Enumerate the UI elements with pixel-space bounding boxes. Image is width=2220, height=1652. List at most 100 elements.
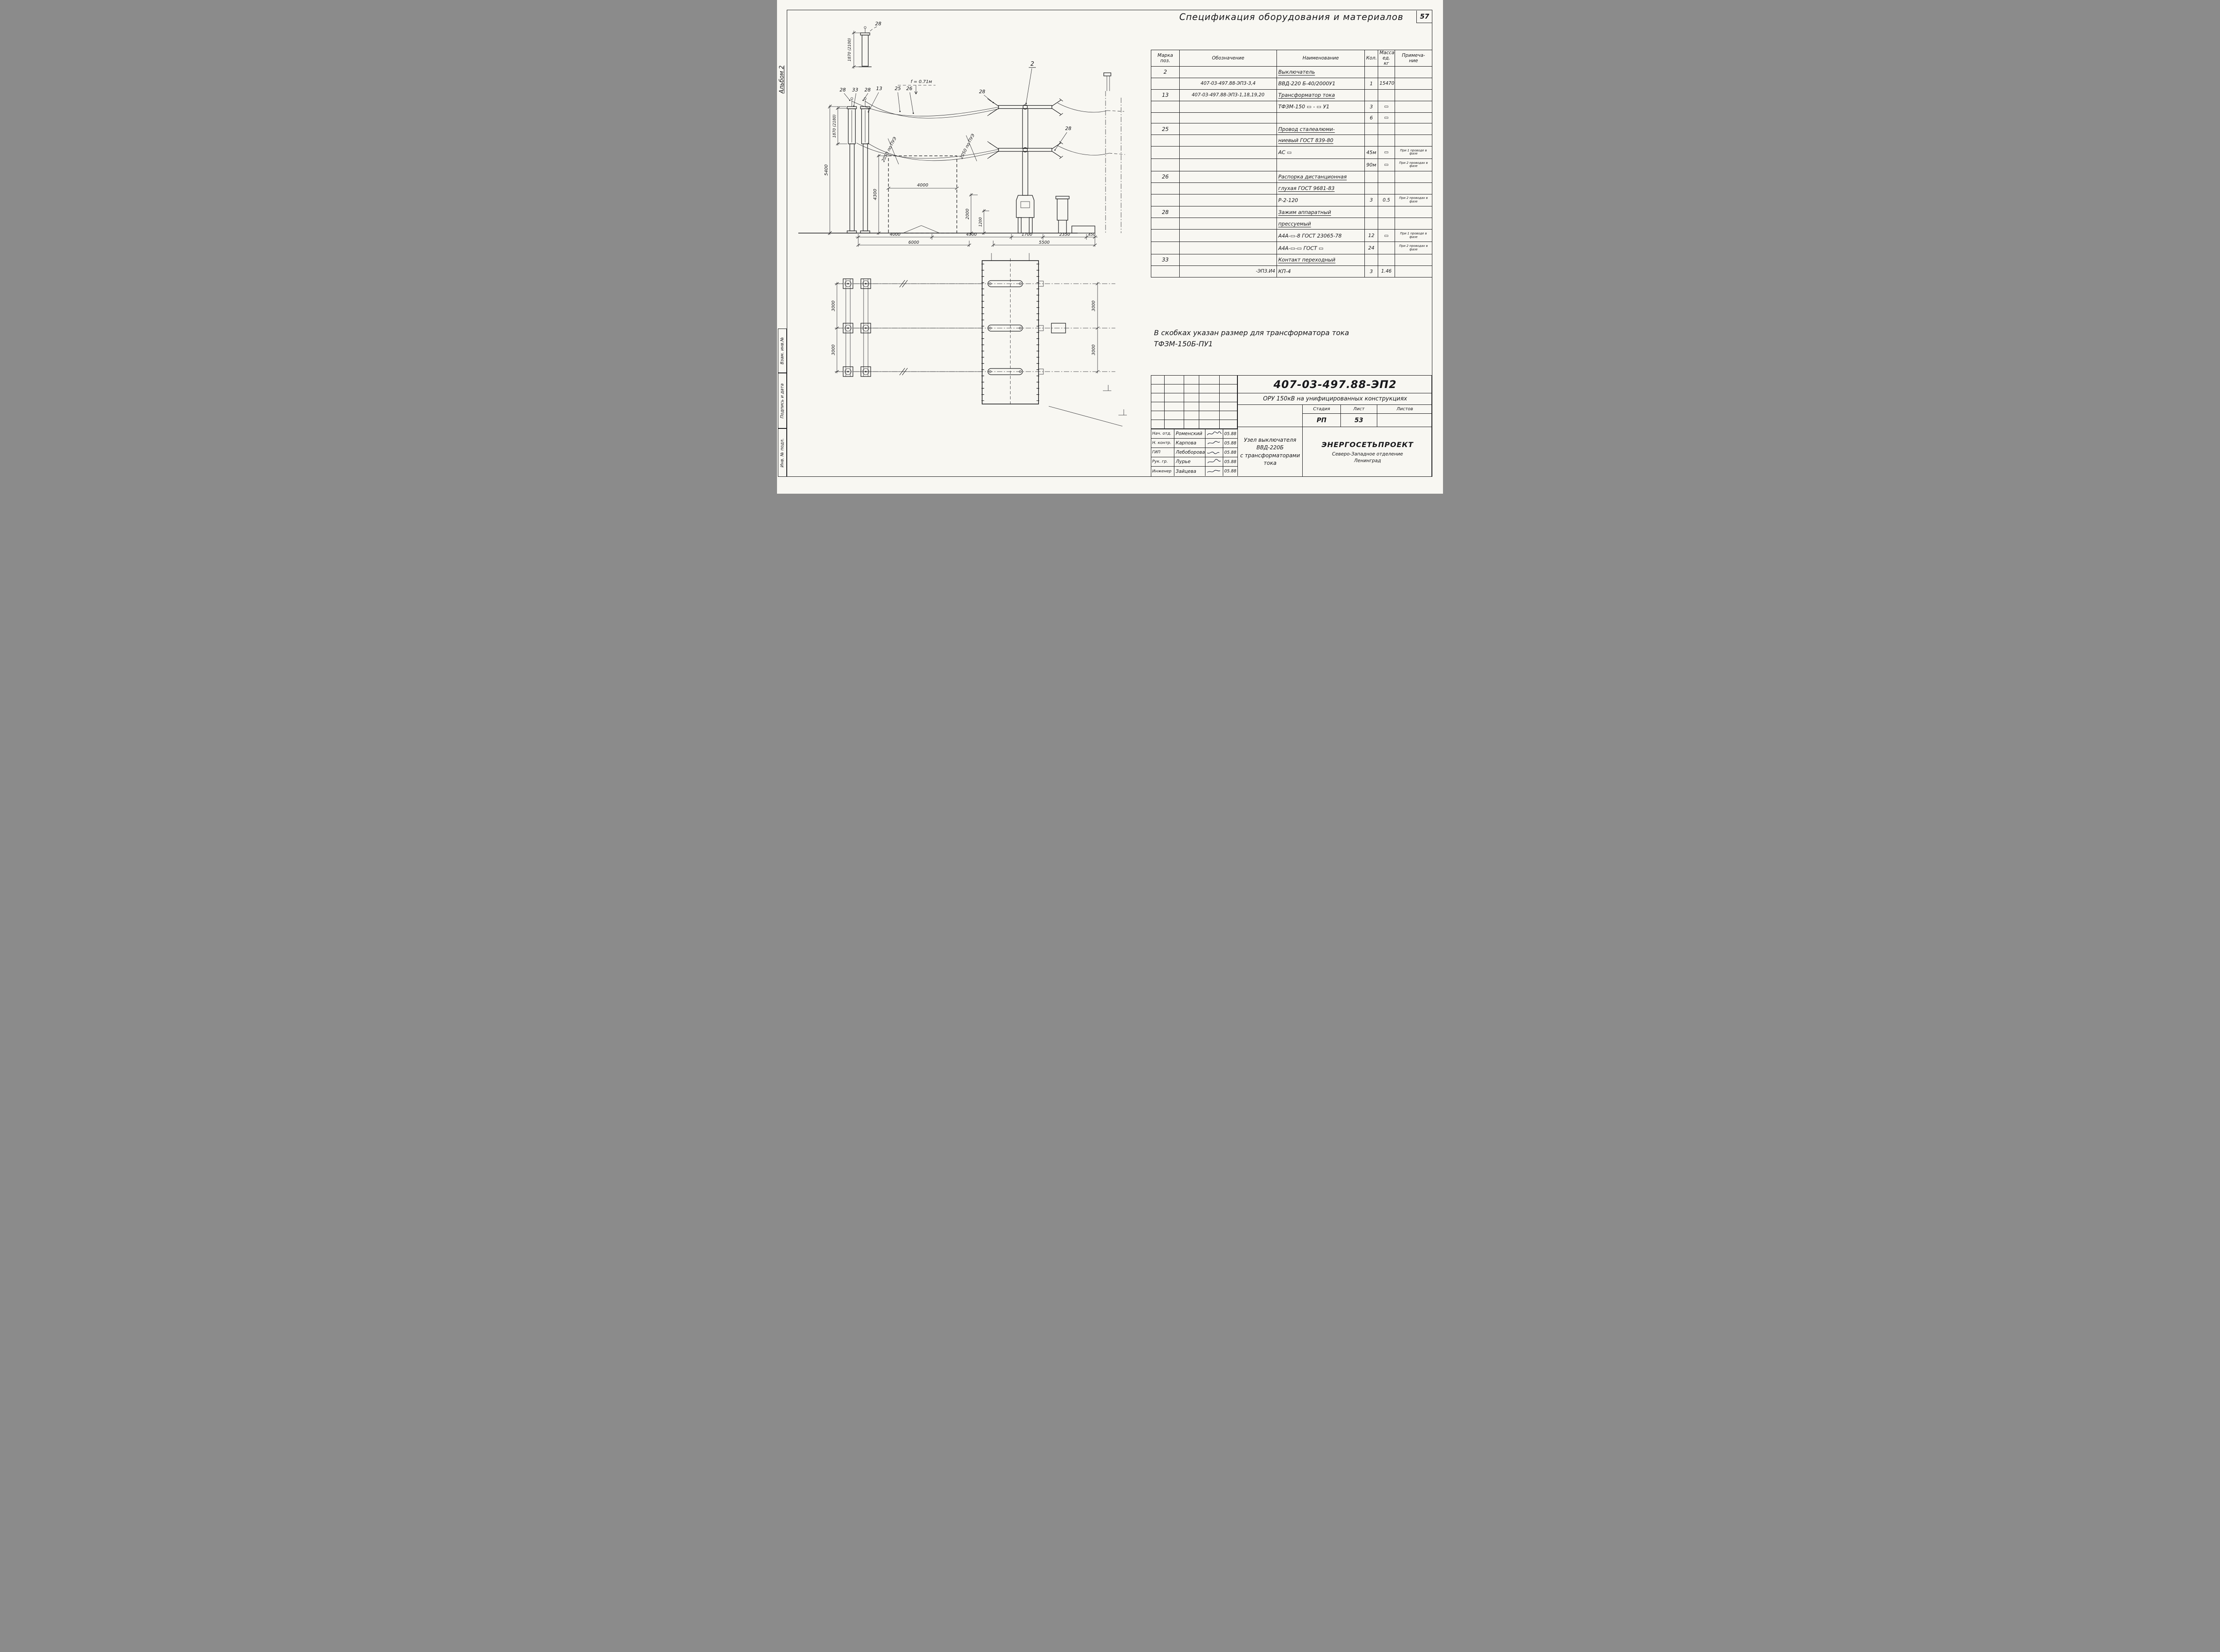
ref-33: 33 [852, 87, 858, 93]
organization-branch: Северо-Западное отделение [1332, 451, 1403, 457]
foundation-outline: 4000 [886, 155, 959, 234]
sig-date: 05.88 [1224, 459, 1237, 464]
stamp-podpis-data-label: Подпись и дата [780, 383, 785, 418]
sig-name: Зайцева [1174, 467, 1205, 476]
ref-2: 2 [1031, 61, 1034, 67]
detail-view: 28 1870 (2100) [848, 21, 881, 69]
sig-date: 05.88 [1224, 469, 1237, 474]
title-block: Нач. отд. Роменский 05.88 Н. контр. Карп… [1151, 375, 1432, 477]
sag-label: f = 0.71м [911, 79, 932, 84]
dim-5400: 5400 [824, 164, 829, 175]
elevation-dimensions: 5400 1870 (2180) 4300 2000 1200 [824, 104, 989, 235]
chain-4300: 4300 [966, 232, 977, 237]
note-line-2: ТФЗМ-150Б-ПУ1 [1154, 339, 1213, 348]
signature-row: Нач. отд. Роменский 05.88 [1151, 429, 1237, 439]
dim-4000-inner: 4000 [917, 183, 928, 188]
foundation-pads [843, 278, 871, 377]
note-line-1: В скобках указан размер для трансформато… [1154, 329, 1349, 337]
col-mark: Марка поз. [1151, 50, 1180, 67]
sheet-value: 53 [1341, 414, 1377, 427]
breaker-plan [981, 253, 1066, 406]
spec-row: 6▭ [1151, 112, 1432, 124]
sig-name: Карпова [1174, 439, 1205, 448]
sig-date: 05.88 [1224, 431, 1237, 436]
current-transformer-right [860, 97, 870, 234]
elevation-view: 28 33 28 13 25 26 2 28 28 [798, 61, 1126, 247]
dim-1200: 1200 [979, 217, 983, 227]
adjacent-portal [1103, 72, 1122, 233]
sig-date: 05.88 [1224, 450, 1237, 455]
stamp-inv-podl: Инв. № подл. [778, 428, 787, 477]
sheet-label: Лист [1341, 405, 1377, 414]
ref-25: 25 [895, 86, 901, 91]
circuit-breaker [987, 98, 1063, 234]
slope-clearance-labels: 2050 по ПУЭ 2050 по ПУЭ [881, 133, 977, 165]
technical-drawing: 28 1870 (2100) [798, 21, 1127, 427]
current-transformer-left [847, 97, 857, 234]
signature-mark [1205, 467, 1223, 476]
sag-dimension: f = 0.71м [898, 79, 936, 95]
sig-role: Инженер [1151, 467, 1174, 476]
ref-28-d: 28 [1065, 126, 1071, 131]
organization-cell: ЭНЕРГОСЕТЬПРОЕКТ Северо-Западное отделен… [1303, 427, 1432, 476]
spec-title: Спецификация оборудования и материалов [1179, 12, 1403, 22]
spec-row: АС ▭45м▭При 1 проводе в фазе [1151, 146, 1432, 159]
signature-mark [1205, 429, 1223, 438]
plan-dimensions-left: 3000 3000 [831, 282, 843, 373]
drawing-title: Узел выключателя ВВД-220Б с трансформато… [1238, 427, 1303, 476]
plan-dimensions-right: 3000 3000 [1091, 282, 1100, 373]
project-name: ОРУ 150кВ на унифицированных конструкция… [1238, 393, 1432, 405]
page-number-box: 57 [1416, 10, 1432, 23]
chain-1700: 1700 [1022, 232, 1032, 237]
detail-ref-label: 28 [875, 21, 881, 27]
spec-row: глухая ГОСТ 9681-83 [1151, 182, 1432, 194]
sig-date: 05.88 [1224, 440, 1237, 446]
spec-row: 90м▭При 2 проводах в фазе [1151, 158, 1432, 171]
plan-dim-3000-left-1: 3000 [831, 301, 836, 311]
sig-role: Рук. гр. [1151, 457, 1174, 466]
signature-row: ГИП Лебоборова 05.88 [1151, 448, 1237, 457]
col-qty: Кол. [1364, 50, 1378, 67]
ref-13: 13 [876, 86, 882, 91]
spec-header-row: Марка поз. Обозначение Наименование Кол.… [1151, 50, 1432, 67]
drawing-sheet: Альбом 2 Взам. инв.№ Подпись и дата Инв.… [777, 0, 1443, 494]
col-mass: Масса ед. кг [1378, 50, 1395, 67]
signature-mark [1205, 457, 1223, 466]
plan-view: 3000 3000 3000 3000 [831, 253, 1127, 427]
detail-dim-label: 1870 (2100) [848, 38, 852, 62]
dim-4300: 4300 [873, 189, 878, 200]
revision-table [1151, 376, 1238, 429]
side-cabinet [1055, 196, 1095, 234]
sig-role: ГИП [1151, 448, 1174, 457]
wires [852, 101, 1126, 161]
stamp-vzam-inv: Взам. инв.№ [778, 329, 787, 373]
ref-26: 26 [906, 86, 912, 91]
slope-a-label: 2050 по ПУЭ [881, 136, 898, 163]
album-label-cell: Альбом 2 [777, 53, 787, 106]
stage-sheet-block: Стадия Лист Листов РП 53 [1303, 405, 1432, 427]
bottom-dimension-chain: 4000 4300 1700 2350 450 6000 5500 [856, 232, 1098, 247]
plan-dim-3000-right-2: 3000 [1091, 345, 1096, 355]
spec-table: Марка поз. Обозначение Наименование Кол.… [1151, 50, 1432, 278]
dim-6000: 6000 [908, 240, 919, 245]
dim-5500: 5500 [1039, 240, 1050, 245]
chain-4000: 4000 [890, 232, 900, 237]
col-name: Наименование [1276, 50, 1365, 67]
ref-28-b: 28 [864, 87, 871, 93]
stage-value: РП [1303, 414, 1341, 427]
signature-row: Инженер Зайцева 05.88 [1151, 467, 1237, 476]
page-number: 57 [1420, 12, 1429, 20]
spec-row: прессуемый [1151, 218, 1432, 230]
stage-label: Стадия [1303, 405, 1341, 414]
